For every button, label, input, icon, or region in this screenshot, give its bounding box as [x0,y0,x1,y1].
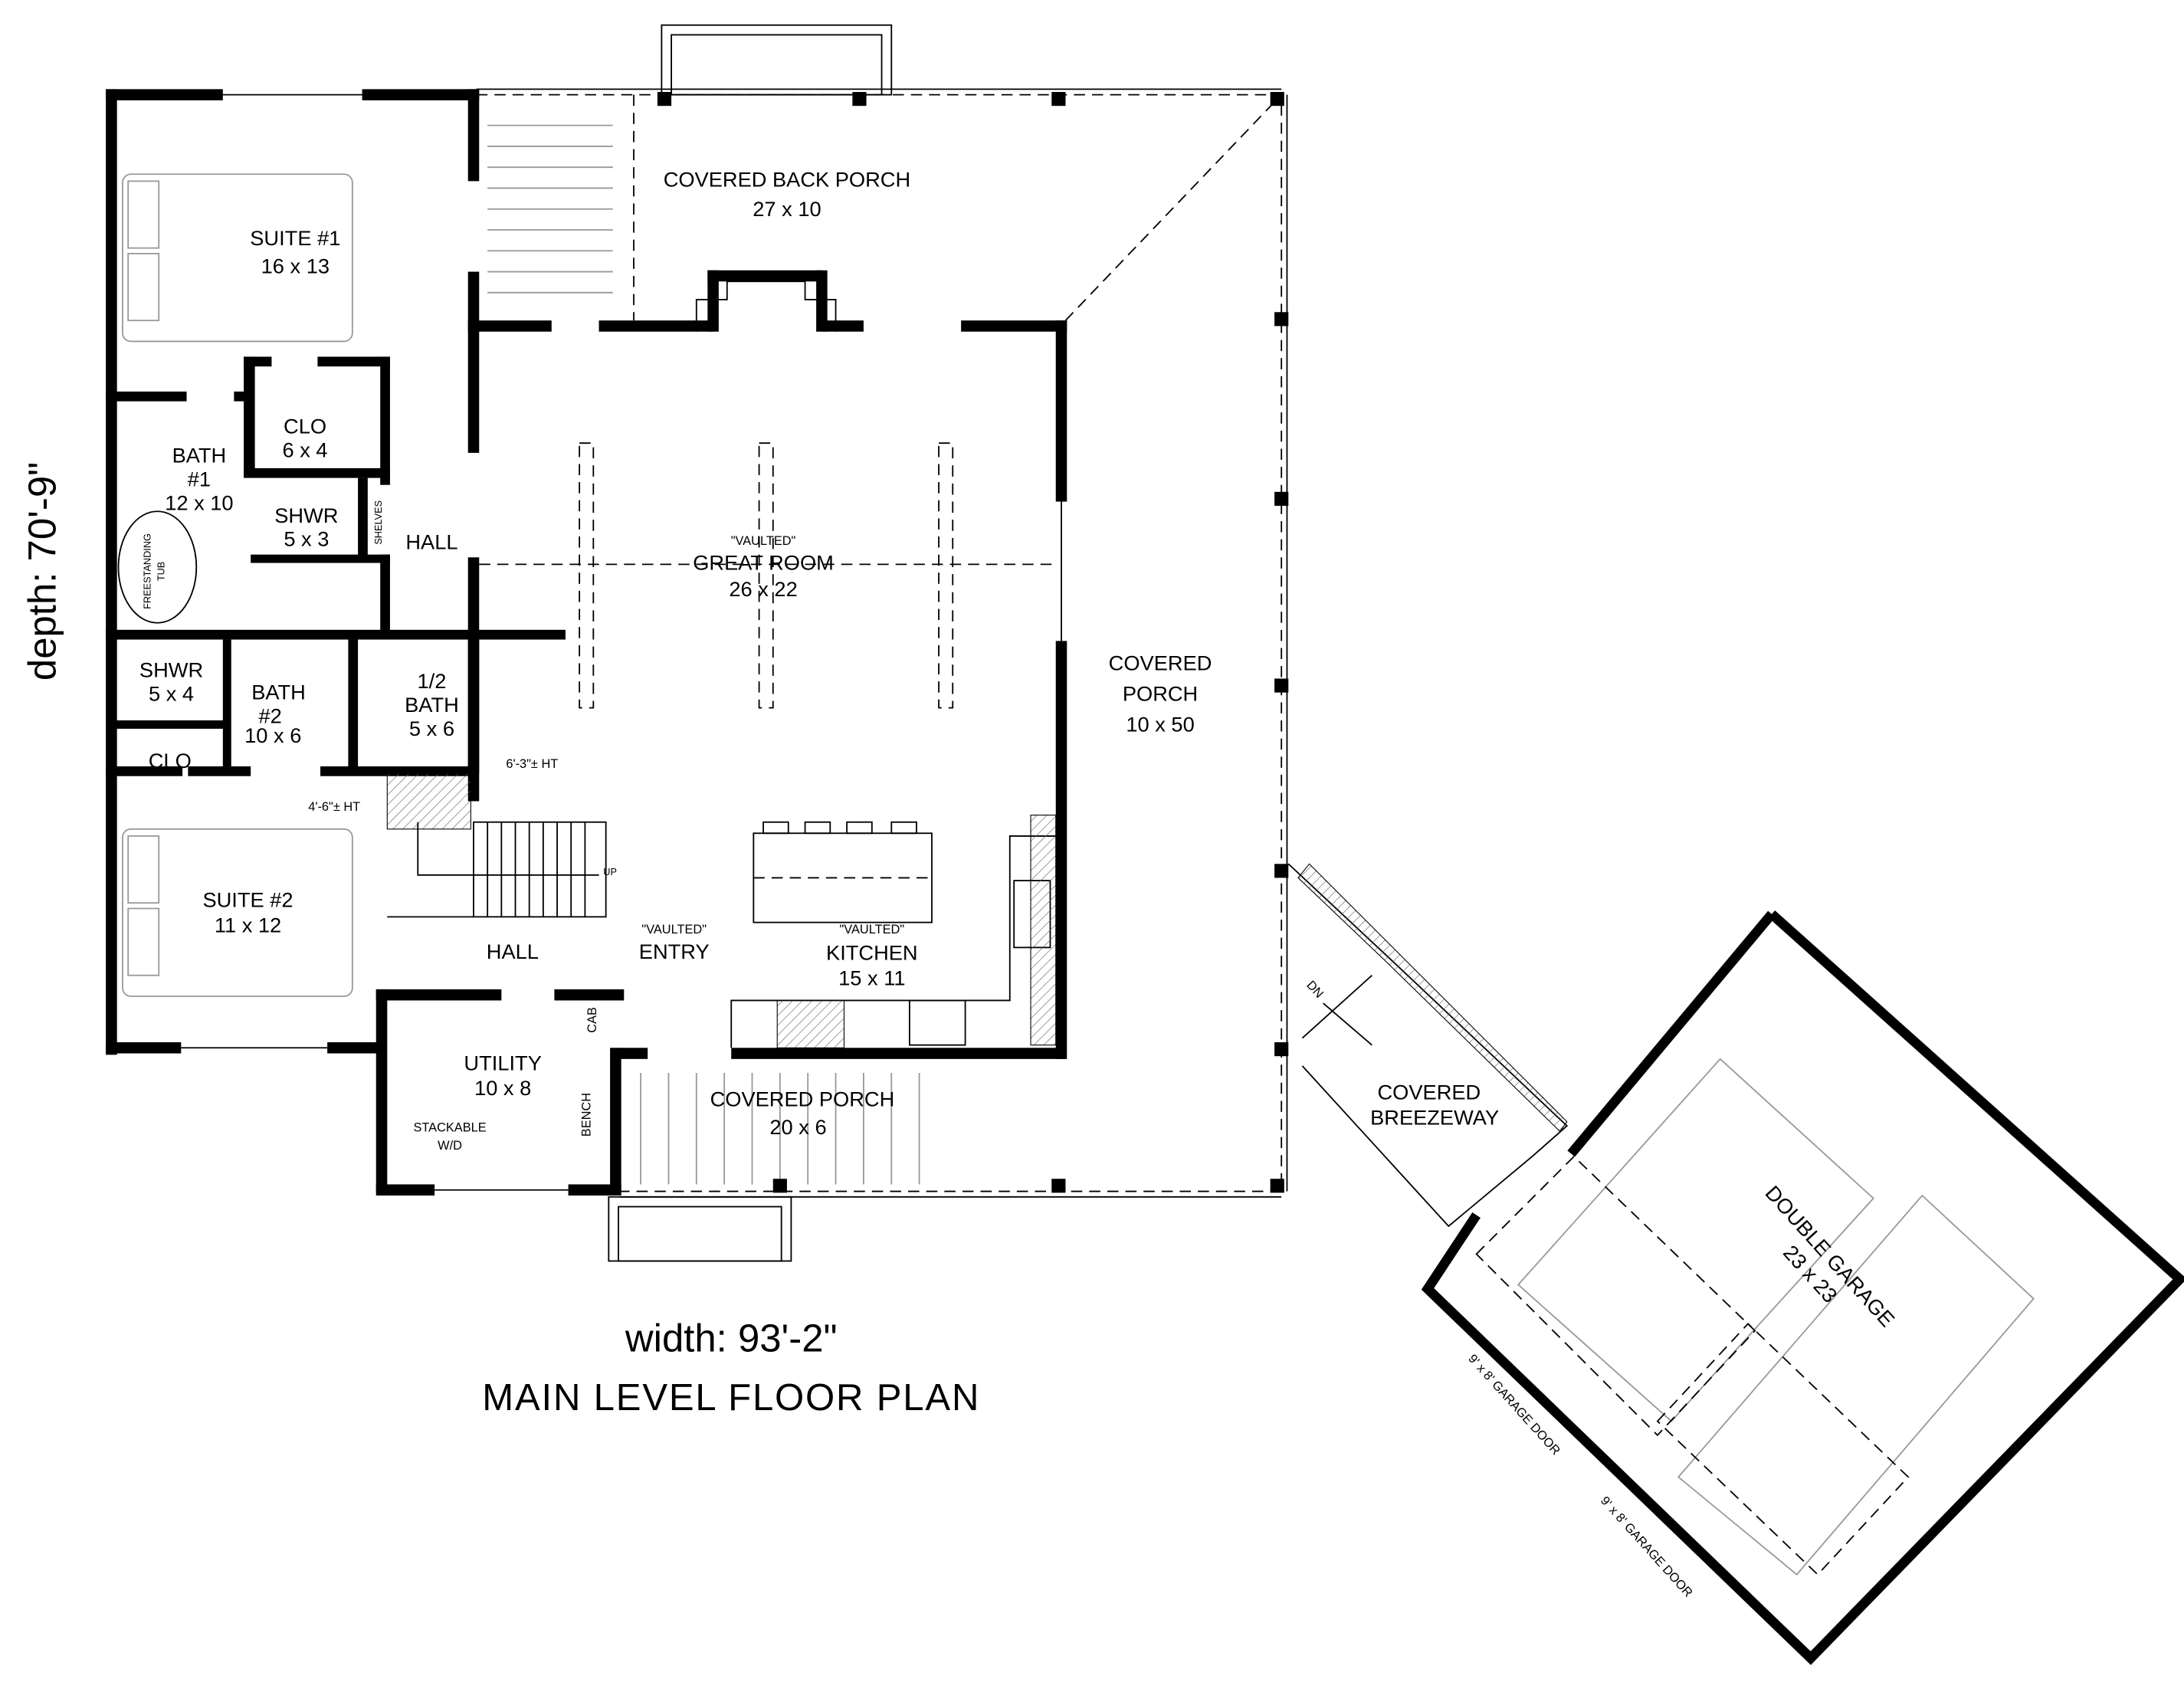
entry-name: ENTRY [639,940,710,963]
shwr2-name: SHWR [139,658,203,682]
suite1-size: 16 x 13 [261,254,330,277]
kitchen-island [730,815,1057,1048]
suite2-name: SUITE #2 [202,888,293,912]
suite1-name: SUITE #1 [250,226,340,250]
half-bath-size: 5 x 6 [409,717,454,740]
bath2-num: #2 [258,704,281,728]
room-labels: COVERED BACK PORCH 27 x 10 SUITE #1 16 x… [139,168,1900,1332]
freestanding-tub [117,510,198,624]
clo1-name: CLO [284,414,326,438]
bench-label: BENCH [580,1093,594,1137]
height-note-2: 4'-6"± HT [308,800,360,814]
clo2-name: CLO [149,749,192,772]
windows [110,93,1062,1191]
beds [122,173,353,997]
half-bath-name2: BATH [405,693,459,717]
tub-label-1: FREESTANDING [141,533,152,609]
side-porch-size: 10 x 50 [1126,713,1194,736]
ceiling-beams [479,442,1056,709]
breezeway-name2: BREEZEWAY [1370,1105,1499,1129]
breezeway-name1: COVERED [1377,1081,1481,1104]
utility-size: 10 x 8 [474,1076,531,1100]
shwr1-name: SHWR [274,504,338,527]
garage [1421,910,2184,1665]
bath1-num: #1 [188,467,211,491]
entry-note: "VAULTED" [641,923,707,936]
side-porch-name2: PORCH [1123,682,1198,706]
width-dimension: width: 93'-2" [625,1317,838,1360]
hall2-name: HALL [487,940,539,963]
back-steps [487,24,893,294]
stairs [386,772,607,918]
kitchen-size: 15 x 11 [838,966,905,989]
kitchen-name: KITCHEN [826,941,918,965]
porch-posts [657,92,1289,1193]
great-room-size: 26 x 22 [729,577,797,601]
shelves-label: SHELVES [372,500,384,545]
clo1-size: 6 x 4 [283,438,328,461]
fireplace [695,280,837,332]
great-room-note: "VAULTED" [731,534,796,548]
breezeway [1287,863,1569,1228]
depth-dimension: depth: 70'-9" [21,462,64,681]
back-porch-name: COVERED BACK PORCH [664,168,910,192]
bath2-name: BATH [251,681,306,704]
suite2-size: 11 x 12 [215,913,281,936]
bath1-name: BATH [172,444,227,467]
bath2-size: 10 x 6 [244,723,301,747]
height-note-1: 6'-3"± HT [506,757,558,771]
garage-door-label-2: 9' x 8' GARAGE DOOR [1598,1494,1695,1599]
kitchen-note: "VAULTED" [840,923,905,936]
stairs-up-label: UP [603,866,617,877]
front-porch-name: COVERED PORCH [710,1087,895,1111]
shwr2-size: 5 x 4 [149,682,194,706]
bath1-size: 12 x 10 [165,490,233,514]
wd-label-1: STACKABLE [414,1120,487,1134]
tub-label-2: TUB [155,562,166,581]
great-room-name: GREAT ROOM [693,551,834,575]
walls [106,89,1067,1196]
half-bath-name1: 1/2 [418,669,447,693]
back-porch-size: 27 x 10 [753,197,821,221]
hall1-name: HALL [405,530,457,553]
plan-title: MAIN LEVEL FLOOR PLAN [482,1377,980,1419]
stairs-down-label: DN [1304,978,1326,1001]
shwr1-size: 5 x 3 [284,527,329,551]
side-porch-name1: COVERED [1109,651,1212,675]
wd-label-2: W/D [438,1139,462,1153]
front-steps [608,1073,920,1262]
cab-label: CAB [585,1007,599,1033]
front-porch-size: 20 x 6 [769,1115,826,1139]
utility-name: UTILITY [464,1051,541,1074]
